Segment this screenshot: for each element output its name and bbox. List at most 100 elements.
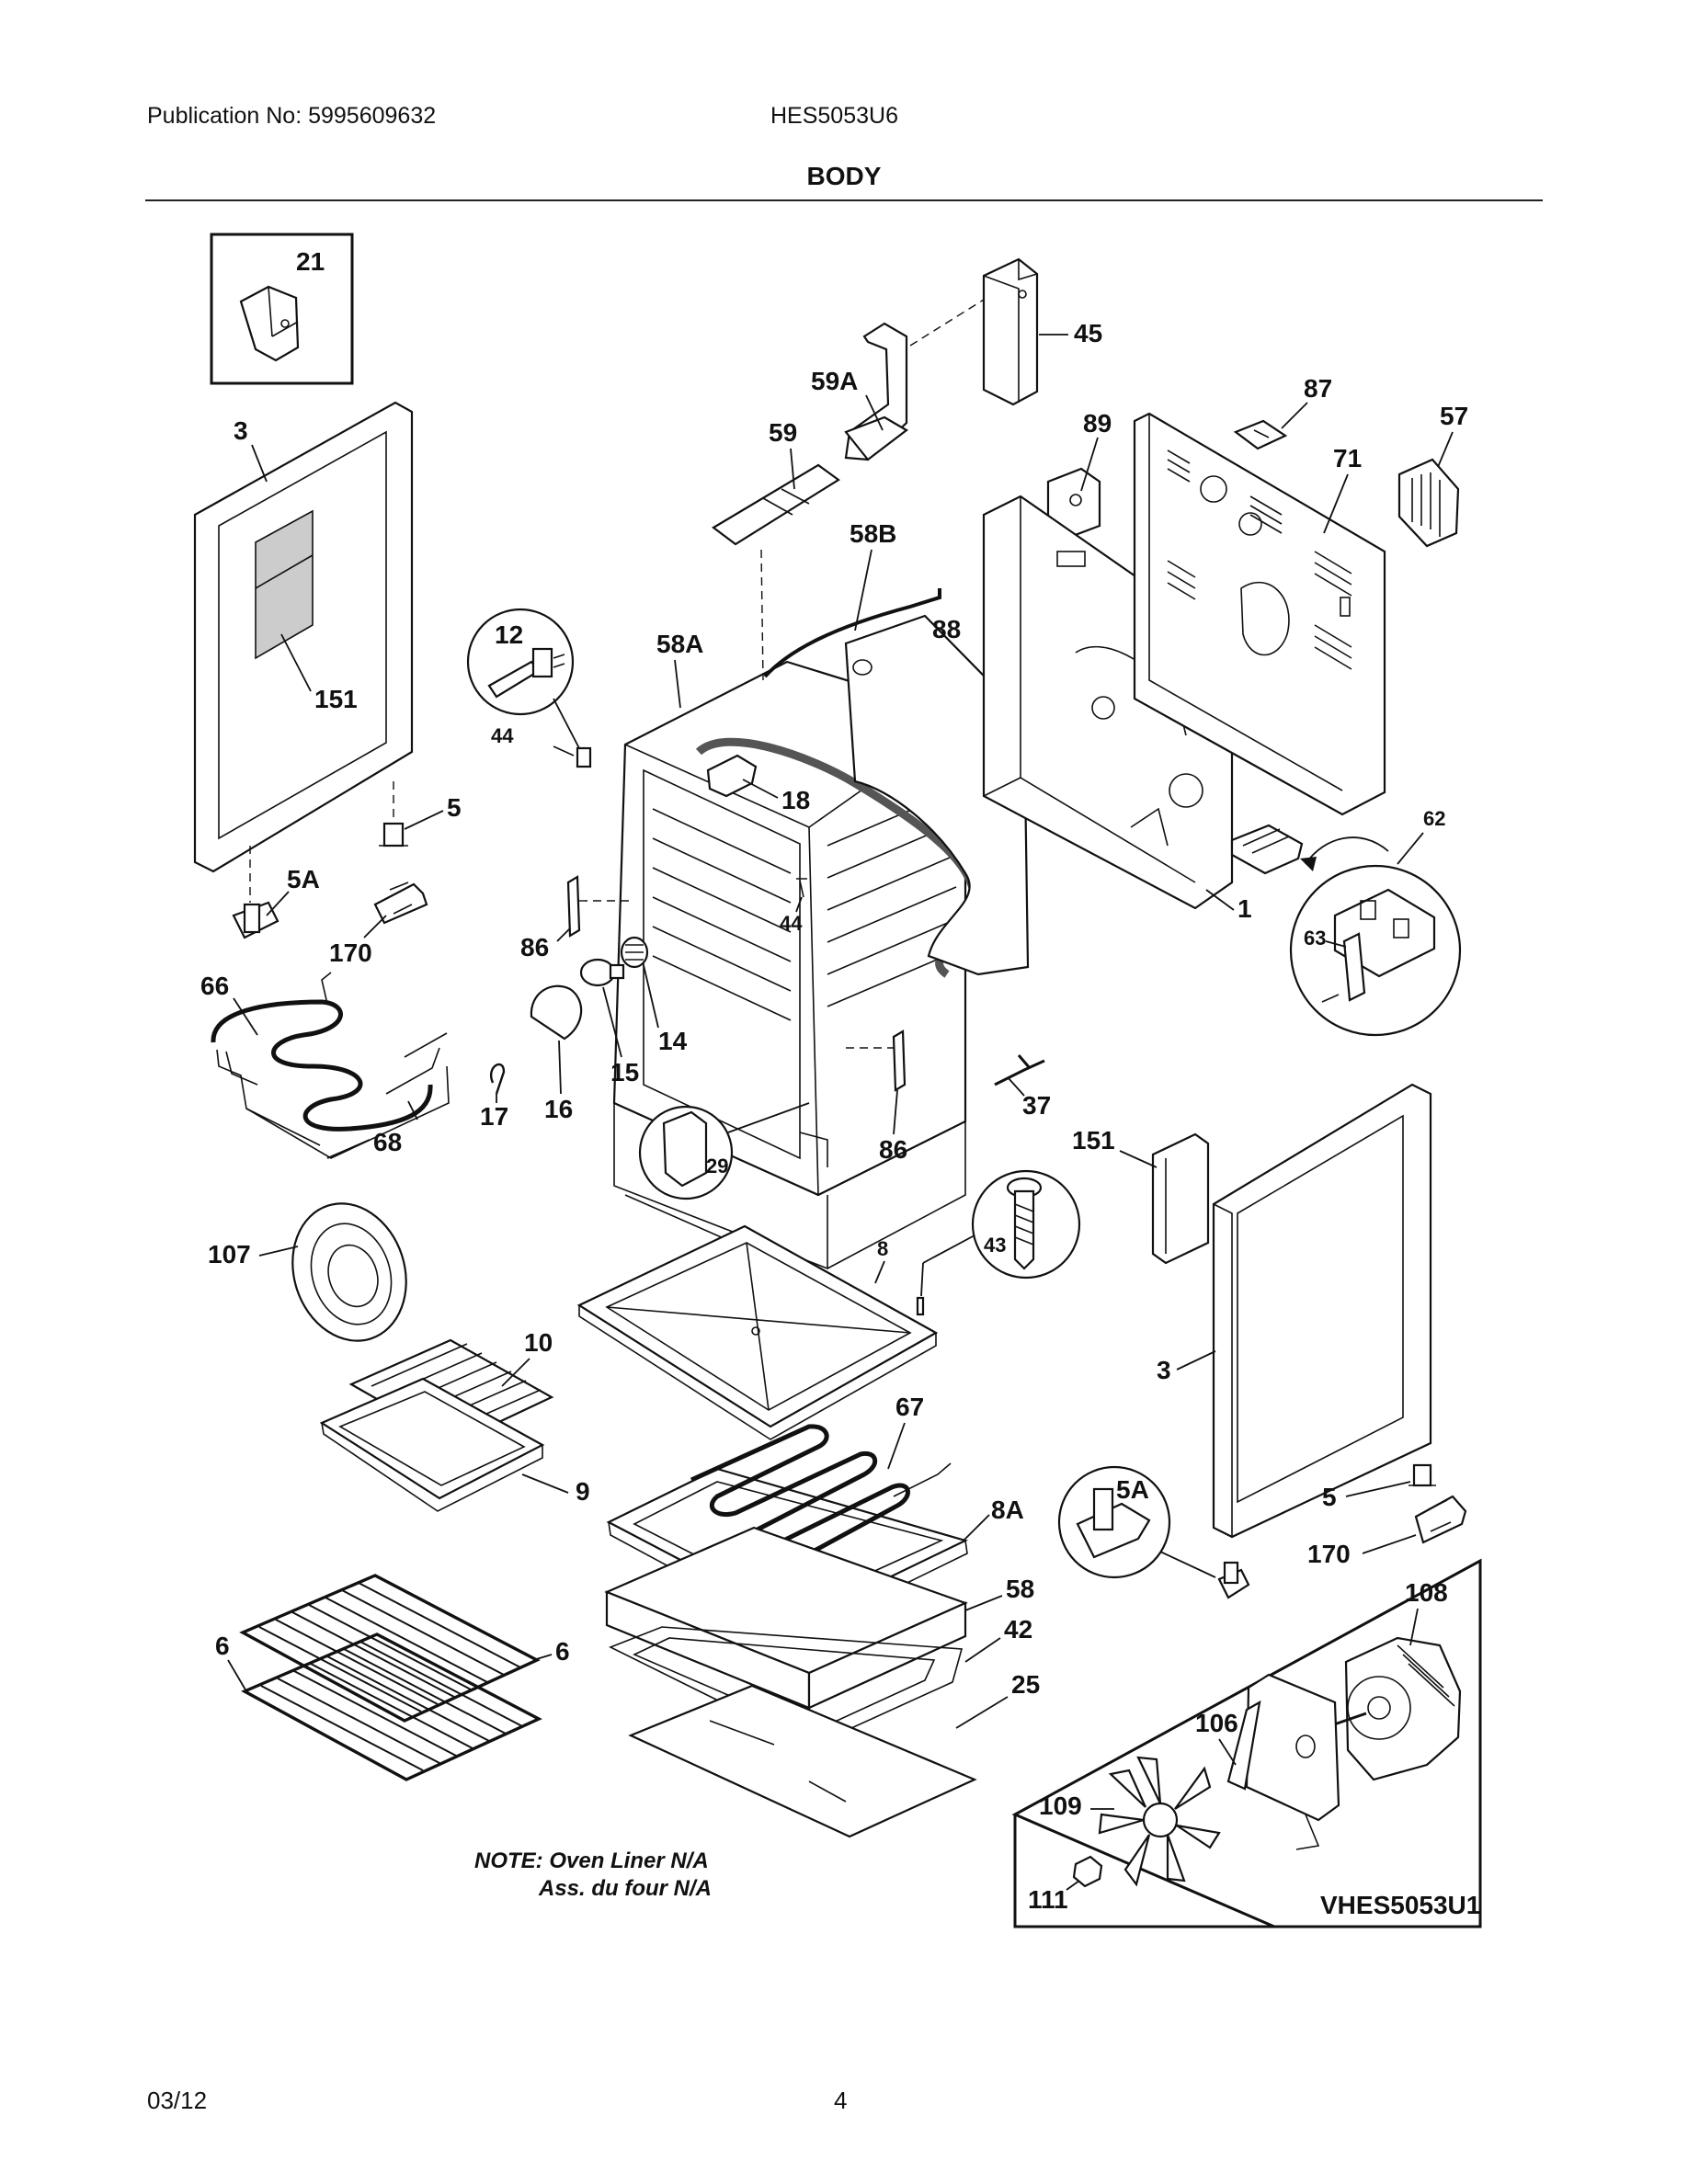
part-12-sensor-callout (466, 608, 580, 749)
part-109-fan-blade (1098, 1756, 1221, 1887)
part-3-left-side-panel (193, 401, 414, 873)
part-5-leveler-left (379, 822, 408, 847)
title-rule (145, 199, 1543, 201)
part-15-lamp-bulb (579, 958, 625, 987)
part-label-87: 87 (1304, 374, 1332, 403)
part-43-screw-callout (916, 1169, 1081, 1316)
part-44-screw-a (553, 745, 592, 768)
note-line-1: NOTE: Oven Liner N/A (474, 1848, 709, 1873)
part-label-89: 89 (1083, 409, 1112, 438)
part-label-170-right: 170 (1307, 1540, 1351, 1568)
part-label-170-left: 170 (329, 938, 372, 967)
part-170-hinge-right (1414, 1495, 1467, 1544)
part-66-broil-element (211, 972, 448, 1132)
part-label-37: 37 (1022, 1091, 1051, 1120)
part-label-86-b: 86 (879, 1135, 907, 1164)
part-71-back-panel (1133, 412, 1386, 816)
part-29-callout (638, 1102, 810, 1200)
part-label-66: 66 (200, 972, 229, 1000)
part-9-broiler-pan (319, 1377, 545, 1512)
part-label-42: 42 (1004, 1615, 1032, 1644)
part-151-right-bracket (1151, 1132, 1210, 1265)
part-3-right-side-panel (1212, 1083, 1432, 1539)
part-label-59: 59 (769, 418, 797, 447)
part-label-63: 63 (1304, 927, 1326, 950)
page-title: BODY (806, 162, 882, 190)
part-18-bracket (706, 754, 758, 798)
part-label-6-left: 6 (215, 1632, 230, 1660)
part-label-43: 43 (984, 1234, 1006, 1257)
convection-fan-inset (1011, 1558, 1482, 1928)
part-37-wire (994, 1054, 1045, 1086)
part-14-lamp-socket (620, 936, 649, 969)
part-label-12: 12 (495, 620, 523, 649)
part-21-inset (210, 233, 354, 385)
part-88-wire (763, 588, 941, 678)
part-111-fan-nut (1072, 1855, 1103, 1888)
part-5-leveler-right (1409, 1463, 1436, 1487)
part-label-44-a: 44 (491, 724, 514, 747)
part-1-rear-frame (982, 495, 1234, 910)
part-86-bracket-b (892, 1029, 907, 1092)
part-label-57: 57 (1440, 402, 1468, 430)
part-87-plate (1233, 419, 1288, 450)
part-label-5-right: 5 (1322, 1483, 1337, 1511)
part-label-8: 8 (877, 1237, 888, 1260)
footer-date: 03/12 (147, 2087, 208, 2114)
footer-page-number: 4 (834, 2087, 848, 2114)
part-68-heat-shield (216, 1049, 450, 1159)
part-label-107: 107 (208, 1240, 251, 1268)
part-8-oven-bottom (576, 1224, 939, 1440)
part-label-9: 9 (576, 1477, 590, 1506)
part-label-151-right: 151 (1072, 1126, 1115, 1155)
part-label-58B: 58B (850, 519, 896, 548)
part-label-44-b: 44 (780, 912, 803, 935)
part-label-29: 29 (706, 1155, 728, 1177)
part-label-109: 109 (1039, 1792, 1082, 1820)
part-label-58: 58 (1006, 1575, 1034, 1603)
part-label-10: 10 (524, 1328, 553, 1357)
part-label-59A: 59A (811, 367, 858, 395)
part-67-bake-element (690, 1424, 952, 1565)
part-5A-callout-right (1057, 1465, 1250, 1599)
part-label-68: 68 (373, 1128, 402, 1156)
part-label-14: 14 (658, 1027, 688, 1055)
part-label-17: 17 (480, 1102, 508, 1131)
part-16-lamp-cover (530, 984, 583, 1041)
part-44-screw-b (796, 878, 807, 898)
part-label-62: 62 (1423, 807, 1445, 830)
note-line-2: Ass. du four N/A (538, 1876, 712, 1901)
part-label-3-left: 3 (234, 416, 248, 445)
part-170-hinge-left (373, 882, 428, 925)
part-label-71: 71 (1333, 444, 1362, 472)
part-62-terminal-block (1230, 824, 1389, 875)
part-45-vent-box (982, 257, 1039, 406)
part-59-duct (712, 463, 840, 546)
part-label-88: 88 (932, 615, 961, 643)
part-86-bracket-a (566, 875, 581, 938)
part-63-callout (1289, 864, 1462, 1037)
part-17-wire-clip (490, 1063, 506, 1095)
part-59A-duct (844, 322, 908, 461)
part-label-151-left: 151 (314, 685, 358, 713)
part-label-5-left: 5 (447, 793, 462, 822)
part-label-15: 15 (610, 1058, 639, 1086)
part-label-18: 18 (781, 786, 810, 814)
inset-code: VHES5053U1 (1320, 1891, 1480, 1919)
part-label-25: 25 (1011, 1670, 1040, 1699)
part-label-5A-left: 5A (287, 865, 320, 893)
part-label-67: 67 (895, 1393, 924, 1421)
part-label-58A: 58A (656, 630, 703, 658)
model-number: HES5053U6 (770, 103, 898, 129)
publication-number: Publication No: 5995609632 (147, 103, 437, 129)
part-label-106: 106 (1195, 1709, 1238, 1737)
part-6-oven-rack-upper (239, 1574, 541, 1723)
part-106-fan-bracket (1226, 1673, 1340, 1850)
part-25-bottom-cover (628, 1684, 977, 1838)
part-label-6-right: 6 (555, 1637, 570, 1666)
part-label-111: 111 (1028, 1885, 1068, 1914)
part-label-8A: 8A (991, 1496, 1024, 1524)
part-label-108: 108 (1405, 1578, 1448, 1607)
part-label-1: 1 (1237, 894, 1252, 923)
